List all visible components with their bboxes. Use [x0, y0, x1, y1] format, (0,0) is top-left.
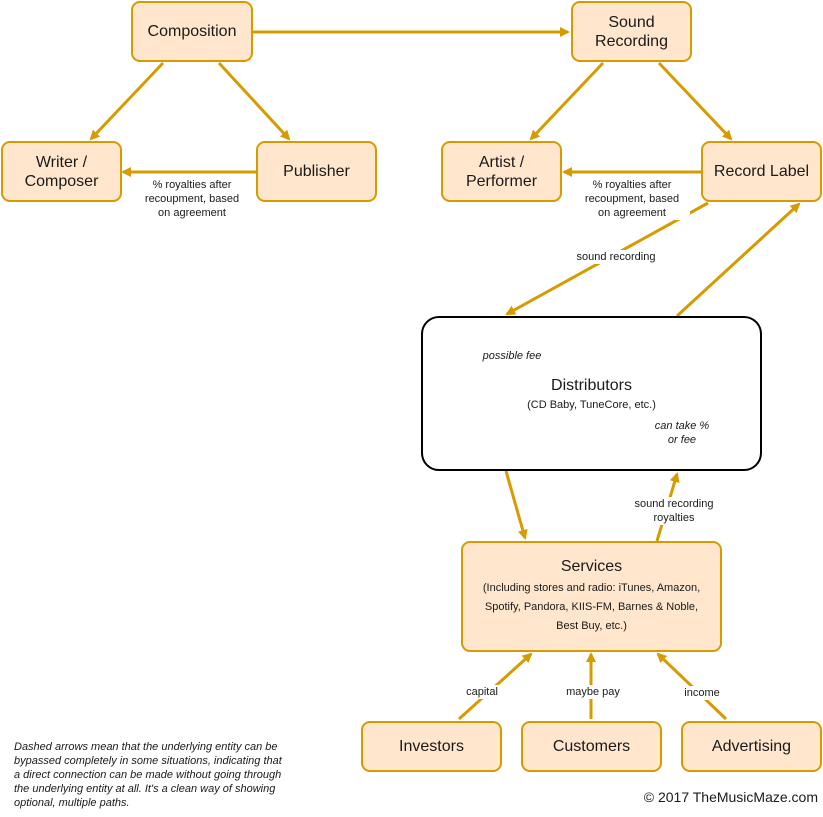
- customers-node: Customers: [521, 721, 662, 772]
- edge-label-line: recoupment, based: [584, 193, 680, 205]
- label-to-artist-label: % royalties after recoupment, based on a…: [574, 178, 690, 220]
- edge-distributors-to-label: [675, 202, 801, 318]
- footnote-line: a direct connection can be made without …: [14, 769, 282, 781]
- edge-label-line: or fee: [667, 434, 697, 446]
- writer-composer-label-line-1: Writer /: [35, 153, 88, 171]
- services-title: Services: [560, 558, 623, 575]
- investors-node: Investors: [361, 721, 502, 772]
- footnote: Dashed arrows mean that the underlying e…: [14, 740, 324, 810]
- edge-label-line: sound recording: [634, 498, 714, 510]
- possible-fee-label: possible fee: [482, 350, 542, 362]
- writer-composer-node: Writer / Composer: [1, 141, 122, 202]
- record-label-label: Record Label: [713, 163, 810, 180]
- sound-recording-label-line-1: Sound: [608, 13, 655, 31]
- services-subtitle-line-1: (Including stores and radio: iTunes, Ama…: [482, 582, 701, 594]
- services-subtitle-line-3: Best Buy, etc.): [556, 620, 627, 632]
- edge-sound-recording-to-label: [657, 61, 733, 141]
- advertising-node: Advertising: [681, 721, 822, 772]
- composition-node: Composition: [131, 1, 253, 62]
- label-to-distributors-label: sound recording: [566, 250, 666, 264]
- edge-label-line: % royalties after: [592, 179, 672, 191]
- edge-composition-to-writer: [89, 61, 165, 141]
- sound-recording-node: Sound Recording: [571, 1, 692, 62]
- distributors-node: [421, 316, 762, 471]
- footnote-line: the underlying entity at all. It's a cle…: [14, 783, 276, 795]
- edge-label-line: % royalties after: [152, 179, 232, 191]
- services-to-distributors-label: sound recording royalties: [622, 497, 726, 525]
- edge-label-line: on agreement: [158, 207, 226, 219]
- footnote-line: bypassed completely in some situations, …: [14, 755, 282, 767]
- income-label: income: [676, 686, 728, 700]
- sound-recording-label-line-2: Recording: [595, 32, 668, 50]
- composition-label: Composition: [147, 23, 237, 40]
- artist-performer-label-line-1: Artist /: [478, 153, 525, 171]
- maybe-pay-label: maybe pay: [558, 685, 628, 699]
- publisher-to-writer-label: % royalties after recoupment, based on a…: [134, 178, 250, 220]
- artist-performer-node: Artist / Performer: [441, 141, 562, 202]
- footnote-line: Dashed arrows mean that the underlying e…: [14, 741, 278, 753]
- advertising-label: Advertising: [711, 738, 792, 755]
- record-label-node: Record Label: [701, 141, 822, 202]
- services-subtitle-line-2: Spotify, Pandora, KIIS-FM, Barnes & Nobl…: [484, 601, 699, 613]
- edge-composition-to-publisher: [217, 61, 291, 141]
- edge-label-line: can take %: [654, 420, 710, 432]
- publisher-node: Publisher: [256, 141, 377, 202]
- distributors-subtitle: (CD Baby, TuneCore, etc.): [527, 399, 656, 411]
- footnote-line: optional, multiple paths.: [14, 797, 130, 809]
- services-node: Services (Including stores and radio: iT…: [461, 541, 722, 652]
- writer-composer-label-line-2: Composer: [24, 172, 99, 190]
- customers-label: Customers: [552, 738, 631, 755]
- distributors-title: Distributors: [551, 377, 632, 394]
- investors-label: Investors: [399, 738, 464, 755]
- edge-sound-recording-to-artist: [529, 61, 605, 141]
- edge-label-line: on agreement: [598, 207, 666, 219]
- publisher-label: Publisher: [283, 163, 350, 180]
- edge-distributors-to-services: [504, 470, 528, 540]
- copyright-text: © 2017 TheMusicMaze.com: [643, 789, 818, 805]
- can-take-fee-label: can take % or fee: [644, 419, 720, 447]
- edge-label-line: royalties: [653, 512, 695, 524]
- edge-label-line: recoupment, based: [144, 193, 240, 205]
- artist-performer-label-line-2: Performer: [465, 172, 538, 190]
- capital-label: capital: [458, 685, 506, 699]
